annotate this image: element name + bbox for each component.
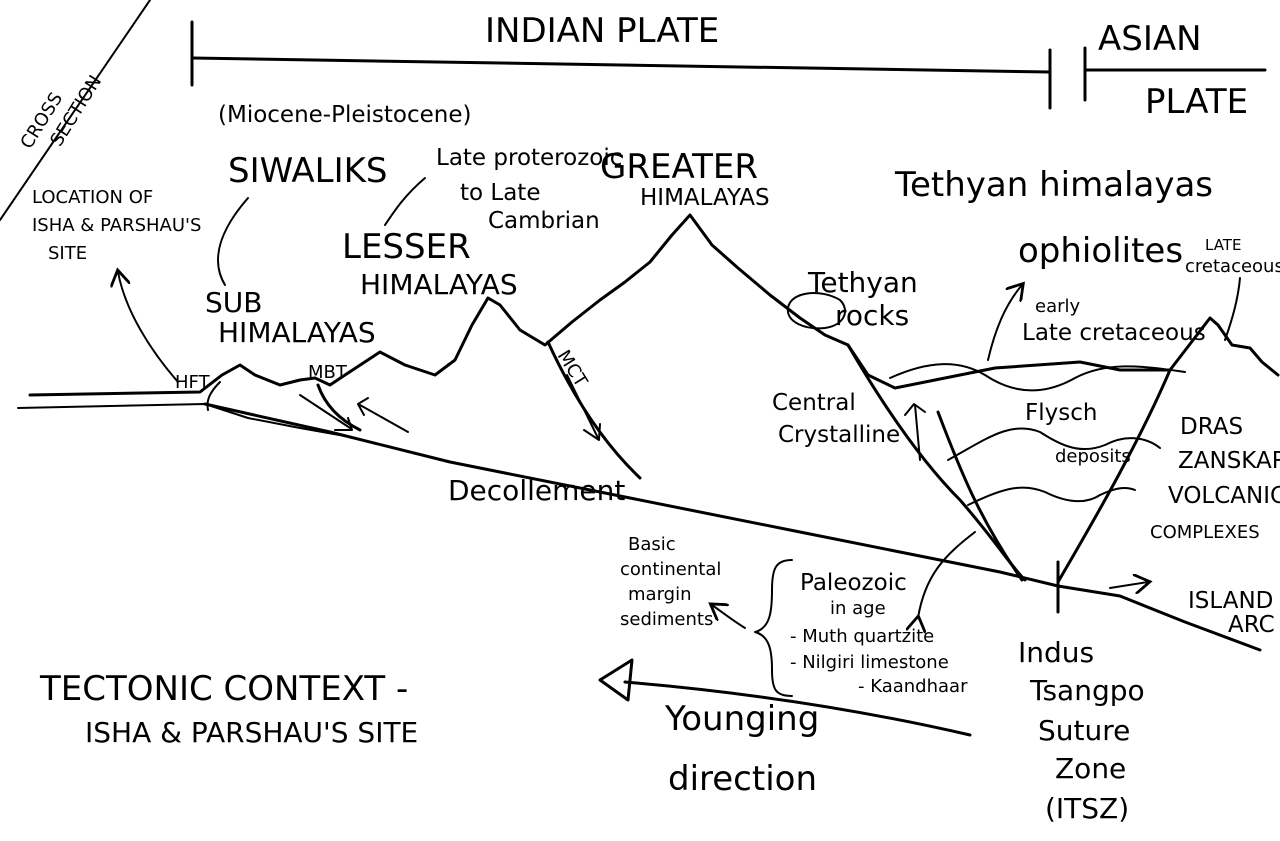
paleozoic-line5: - Kaandhaar	[858, 676, 968, 697]
mct-slip-arrow-head	[583, 423, 601, 441]
paleozoic-line3: - Muth quartzite	[790, 626, 934, 647]
tethyan-himalayas-label: Tethyan himalayas	[894, 165, 1213, 205]
tethyan-rocks-label-line1: Tethyan	[807, 266, 918, 299]
mct-label: MCT	[553, 347, 592, 392]
flysch-label-line1: Flysch	[1025, 400, 1097, 426]
suture-line5: (ITSZ)	[1045, 792, 1129, 825]
paleozoic-line4: - Nilgiri limestone	[790, 652, 949, 673]
central-crystalline-line1: Central	[772, 390, 856, 416]
tethyan-rocks-outline	[786, 292, 846, 330]
basic-sediments-line1: Basic	[628, 534, 676, 555]
dras-boundary	[1056, 368, 1172, 584]
island-arc-line1: ISLAND	[1188, 588, 1273, 614]
lesser-himalayas-label-line2: HIMALAYAS	[360, 268, 518, 301]
mbt-slip-arrow-head	[334, 417, 353, 431]
lesser-slip-arrow	[359, 404, 409, 433]
paleozoic-brace	[754, 559, 793, 697]
central-crystalline-line2: Crystalline	[778, 422, 900, 448]
location-note-line2: ISHA & PARSHAU'S	[32, 215, 201, 236]
lesser-himalayas-label-line1: LESSER	[342, 227, 471, 267]
lesser-age-line2: to Late	[460, 180, 540, 206]
hft-fault	[206, 381, 221, 411]
younging-arrow-shaft	[623, 680, 972, 737]
crystalline-slip-arrow-head	[904, 403, 926, 416]
ophiolite-leader	[987, 285, 1022, 361]
suture-line3: Suture	[1038, 714, 1130, 747]
paleozoic-line1: Paleozoic	[800, 570, 907, 596]
crystalline-slip-arrow	[914, 404, 921, 461]
basic-sediments-leader	[712, 605, 746, 629]
mct-slip-arrow	[566, 374, 599, 439]
lesser-age-leader	[384, 177, 426, 226]
corner-label: CROSS SECTION	[16, 72, 106, 153]
basic-sediments-line2: continental	[620, 559, 721, 580]
suture-line4: Zone	[1055, 752, 1126, 785]
siwaliks-label: SIWALIKS	[228, 151, 387, 191]
greater-himalayas-label-line1: GREATER	[600, 147, 758, 187]
flysch-layer-2	[947, 427, 1161, 461]
indian-plate-extent	[190, 56, 1052, 74]
mct-fault	[546, 340, 642, 480]
dras-line2: ZANSKAR	[1178, 448, 1280, 474]
flysch-layer-3	[967, 486, 1136, 506]
basic-sediments-line4: sediments	[620, 609, 713, 630]
tethyan-rocks-label-line2: rocks	[835, 299, 909, 332]
ophiolites-age-line1: early	[1035, 296, 1081, 317]
basic-sediments-line3: margin	[628, 584, 691, 605]
ophiolites-age-line2: Late cretaceous	[1022, 320, 1206, 346]
sub-himalayas-label-line2: HIMALAYAS	[218, 316, 376, 349]
dras-line4: COMPLEXES	[1150, 522, 1260, 543]
greater-himalayas-label-line2: HIMALAYAS	[640, 185, 770, 211]
decollement-fault	[203, 402, 1262, 652]
ophiolites-label: ophiolites	[1018, 231, 1183, 271]
hft-label: HFT	[175, 372, 211, 393]
suture-line1: Indus	[1018, 636, 1094, 669]
late-cretaceous-leader	[1224, 277, 1241, 341]
late-cretaceous-line2: cretaceous	[1185, 256, 1280, 277]
younging-label-line2: direction	[668, 759, 817, 799]
topographic-surface	[28, 213, 1280, 397]
dras-line1: DRAS	[1180, 414, 1243, 440]
location-note-line1: LOCATION OF	[32, 187, 153, 208]
ground-baseline	[17, 403, 346, 437]
asian-plate-label-line1: ASIAN	[1098, 19, 1202, 59]
lesser-slip-arrow-head	[357, 397, 369, 416]
dras-line3: VOLCANIC	[1168, 483, 1280, 509]
paleozoic-line2: in age	[830, 598, 886, 619]
location-leader	[118, 272, 179, 383]
island-arc-arrow	[1109, 582, 1148, 588]
asian-plate-label-line2: PLATE	[1145, 82, 1248, 122]
flysch-layer-1	[889, 363, 1186, 392]
sub-himalayas-label-line1: SUB	[205, 286, 262, 319]
ophiolite-fault-inner	[936, 410, 1024, 582]
flysch-label-line2: deposits	[1055, 446, 1131, 467]
siwaliks-leader	[217, 197, 249, 286]
location-note-line3: SITE	[48, 243, 87, 264]
lesser-age-line3: Cambrian	[488, 208, 600, 234]
mbt-fault	[316, 383, 362, 432]
island-arc-line2: ARC	[1228, 612, 1275, 638]
younging-label-line1: Younging	[664, 699, 819, 739]
siwaliks-age-label: (Miocene-Pleistocene)	[218, 102, 471, 128]
decollement-label: Decollement	[448, 474, 625, 507]
suture-line2: Tsangpo	[1029, 674, 1145, 707]
mbt-label: MBT	[308, 362, 348, 383]
indian-plate-label: INDIAN PLATE	[485, 11, 719, 51]
mbt-slip-arrow	[299, 394, 351, 429]
late-cretaceous-line1: LATE	[1205, 236, 1241, 254]
lesser-age-line1: Late proterozoic	[436, 145, 622, 171]
paleozoic-leader	[918, 531, 976, 618]
corner-divider	[0, 0, 151, 221]
diagram-title-line1: TECTONIC CONTEXT -	[39, 669, 408, 709]
diagram-title-line2: ISHA & PARSHAU'S SITE	[85, 716, 418, 749]
younging-arrow-head	[598, 658, 634, 702]
